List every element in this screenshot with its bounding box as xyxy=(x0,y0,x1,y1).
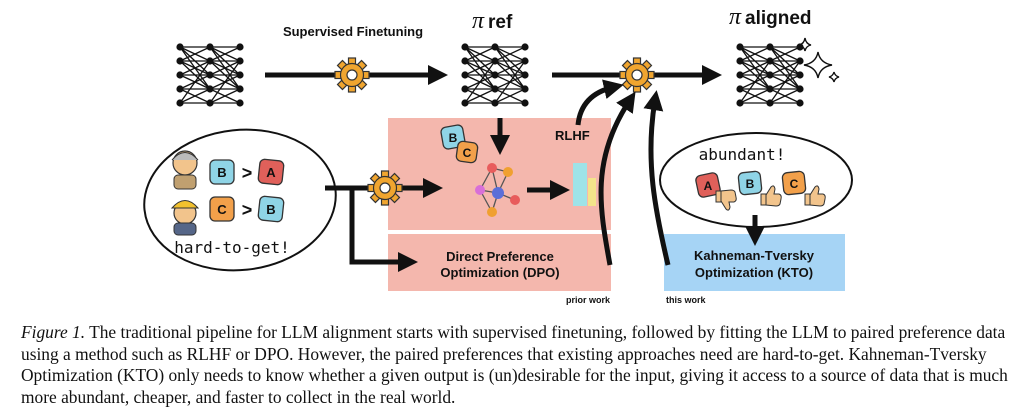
this-work-label: this work xyxy=(666,295,707,305)
reference-model-network-icon xyxy=(460,42,530,108)
svg-text:B: B xyxy=(266,202,275,217)
svg-text:A: A xyxy=(266,165,276,180)
sft-gear-icon xyxy=(334,57,370,93)
pair-b2-card: B xyxy=(257,195,285,223)
rlhf-bar-cyan xyxy=(573,163,587,206)
sft-label: Supervised Finetuning xyxy=(283,24,423,39)
greater-than-symbol-2: > xyxy=(242,200,253,220)
thumbs-up-icon-2 xyxy=(804,185,826,207)
dpo-label-line1: Direct Preference xyxy=(446,249,554,264)
thumbs-up-icon xyxy=(760,185,782,207)
prior-work-label: prior work xyxy=(566,295,611,305)
svg-text:C: C xyxy=(463,146,472,160)
figure-caption: Figure 1. The traditional pipeline for L… xyxy=(21,322,1011,408)
svg-text:C: C xyxy=(790,177,799,191)
person-icon xyxy=(171,150,199,190)
pair-a-card: A xyxy=(257,158,285,186)
pi-ref-symbol: π xyxy=(472,8,485,34)
alignment-pipeline-diagram: Supervised Finetuning π ref π aligned RL… xyxy=(143,4,853,305)
rlhf-label: RLHF xyxy=(555,128,590,143)
rlhf-to-alignment-arrow xyxy=(575,79,624,126)
dpo-to-alignment-arrow xyxy=(598,91,636,266)
abundant-label: abundant! xyxy=(699,145,786,164)
svg-text:B: B xyxy=(449,131,458,145)
pi-aligned-symbol: π xyxy=(729,4,742,30)
pair-b-card: B xyxy=(209,159,235,185)
pair-c-card: C xyxy=(209,196,235,222)
svg-text:C: C xyxy=(217,202,227,217)
sparkle-icon xyxy=(798,37,840,83)
kto-to-alignment-arrow xyxy=(643,90,671,266)
greater-than-symbol-1: > xyxy=(242,163,253,183)
svg-text:A: A xyxy=(704,179,713,193)
kto-label-line1: Kahneman-Tversky xyxy=(694,248,815,263)
kto-label-line2: Optimization (KTO) xyxy=(695,265,813,280)
pairs-gear-icon xyxy=(367,170,403,206)
dpo-label-line2: Optimization (DPO) xyxy=(440,265,559,280)
hard-to-get-label: hard-to-get! xyxy=(174,238,290,257)
base-model-network-icon xyxy=(175,42,245,108)
abundant-card-a: A xyxy=(695,172,721,198)
graph-node-icon xyxy=(475,163,520,217)
aligned-model-network-icon xyxy=(735,42,805,108)
abundant-card-c: C xyxy=(781,170,807,196)
svg-text:B: B xyxy=(217,165,226,180)
caption-text: The traditional pipeline for LLM alignme… xyxy=(21,322,1008,407)
figure-label: Figure 1. xyxy=(21,322,86,342)
abundant-card-b: B xyxy=(737,170,763,196)
pi-ref-subscript: ref xyxy=(488,12,513,33)
thumbs-down-icon xyxy=(715,189,737,211)
pairs-to-dpo-arrow xyxy=(349,188,418,272)
alignment-gear-icon xyxy=(619,57,655,93)
worker-person-icon xyxy=(170,200,200,236)
rlhf-bar-yellow xyxy=(588,178,596,206)
preference-card-c: C xyxy=(455,140,479,164)
pi-aligned-subscript: aligned xyxy=(745,8,812,29)
svg-text:B: B xyxy=(746,177,755,191)
